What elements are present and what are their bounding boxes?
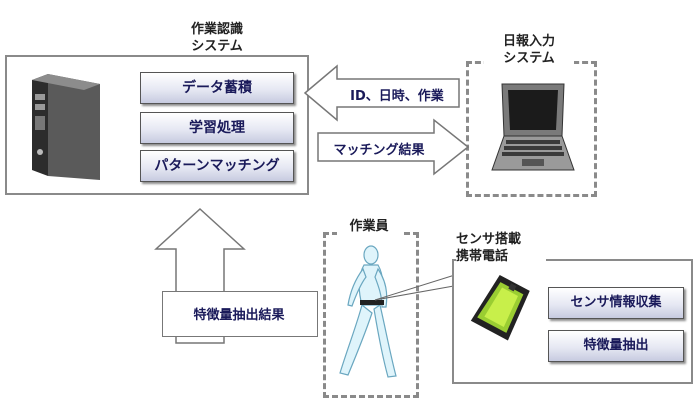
laptop-icon: [491, 83, 575, 171]
phone-title: センサ搭載 携帯電話: [456, 231, 546, 265]
arrow-to-recognition: [303, 64, 460, 122]
worker-title: 作業員: [337, 218, 401, 235]
func-sensor-collection: センサ情報収集: [548, 287, 684, 319]
server-tower-icon: [32, 74, 100, 180]
label-matching-result: マッチング結果: [333, 143, 425, 158]
walking-person-icon: [339, 245, 397, 378]
feature-result-label-box: [162, 291, 318, 337]
connector-lines: [374, 273, 466, 301]
recognition-system-title: 作業認識 システム: [172, 21, 262, 55]
daily-report-system-title: 日報入力 システム: [484, 33, 574, 67]
func-feature-extraction: 特徴量抽出: [548, 330, 684, 362]
sensor-phone-icon: [470, 274, 530, 341]
arrow-to-daily-report: [317, 118, 470, 176]
label-feature-result: 特徴量抽出結果: [193, 308, 285, 323]
label-id-datetime-task: ID、日時、作業: [350, 89, 444, 104]
func-data-storage: データ蓄積: [140, 72, 294, 104]
func-learning: 学習処理: [140, 112, 294, 144]
func-pattern-matching: パターンマッチング: [140, 150, 294, 182]
